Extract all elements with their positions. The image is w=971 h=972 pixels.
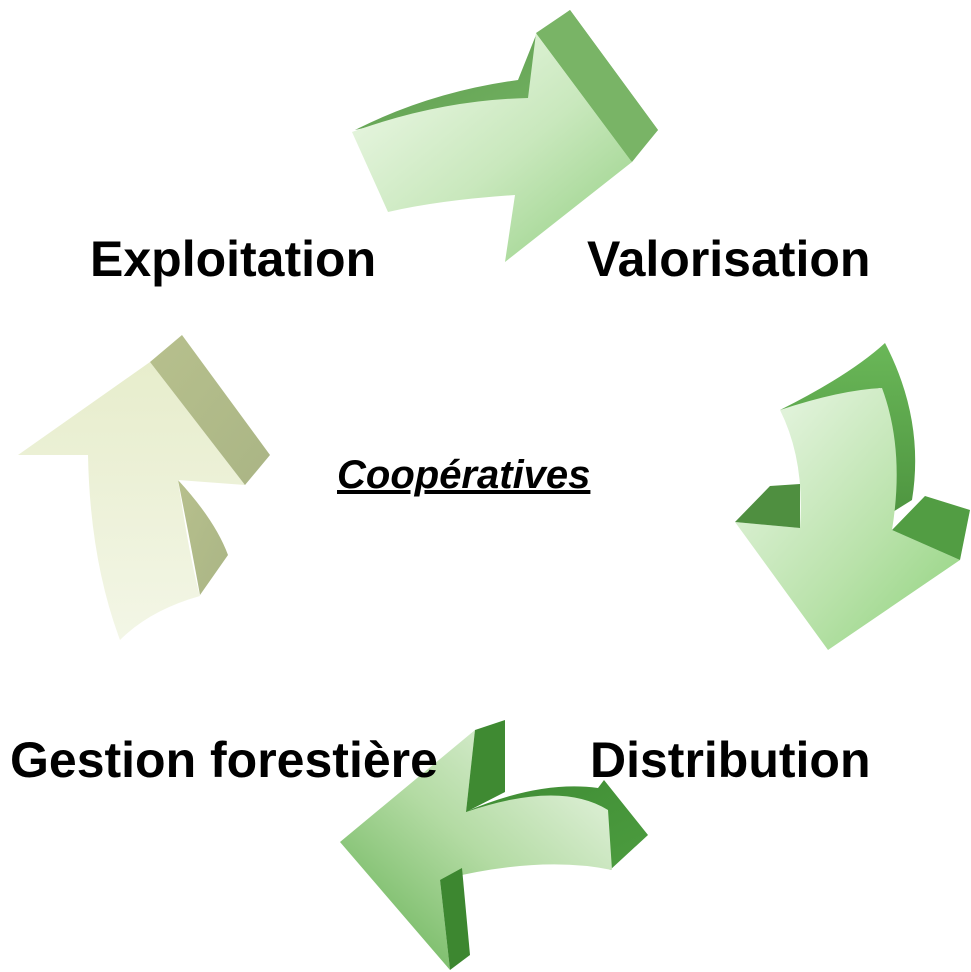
stage-label-distribution: Distribution	[590, 732, 871, 788]
stage-label-exploitation: Exploitation	[90, 231, 377, 287]
stage-label-valorisation: Valorisation	[587, 231, 871, 287]
arrow-right-icon	[735, 343, 970, 650]
arrow-left-icon	[18, 335, 270, 640]
stage-label-gestion-forestiere: Gestion forestière	[10, 732, 438, 788]
arrow-bottom-icon	[340, 720, 648, 970]
arrow-top-icon	[352, 10, 658, 262]
center-label: Coopératives	[337, 453, 591, 497]
